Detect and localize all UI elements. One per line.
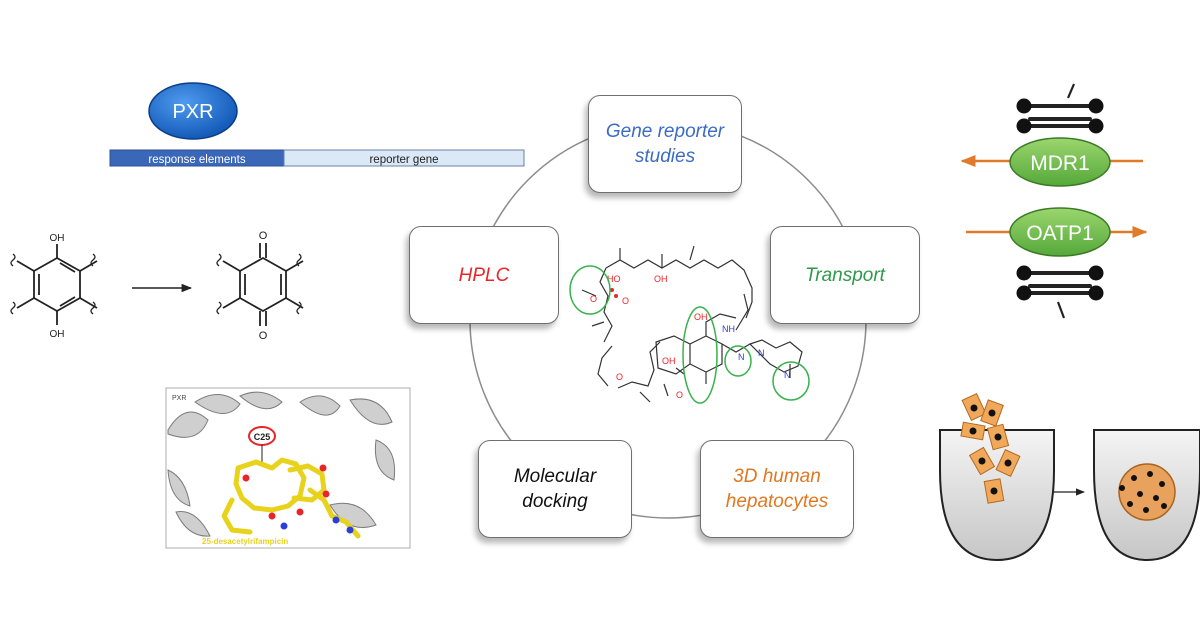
mol-o-3: O <box>616 372 623 382</box>
hepatocyte-aggregation <box>939 392 1200 562</box>
mdr1-transporter <box>1009 137 1111 187</box>
highlight-methylpiperazine <box>772 361 810 401</box>
inset-corner-label: PXR <box>172 395 186 402</box>
box-hplc: HPLC <box>409 226 559 324</box>
response-elements-label: response elements <box>148 154 245 166</box>
box-transport: Transport <box>770 226 920 324</box>
mol-n-1: N <box>738 352 745 362</box>
quinone-o-bottom: O <box>259 330 268 342</box>
quinone-structure <box>216 243 304 326</box>
hepatocytes-label: 3D human hepatocytes <box>725 466 829 512</box>
mol-nh: NH <box>722 324 735 334</box>
box-gene-reporter: Gene reporter studies <box>588 95 742 193</box>
hydroquinone-oh-top: OH <box>50 233 65 244</box>
hplc-label: HPLC <box>458 264 510 286</box>
mol-ho: HO <box>607 274 621 284</box>
highlight-hydroxyls <box>682 306 718 404</box>
membrane-top <box>1016 83 1104 134</box>
mol-o-2: O <box>622 296 629 306</box>
mol-o-1: O <box>590 294 597 304</box>
pxr-reporter-construct: response elements reporter gene PXR <box>109 82 525 167</box>
molecule-labels: HO OH OH OH NH N N N O O O O <box>590 274 791 400</box>
quinone-o-top: O <box>259 230 268 242</box>
rifampicin-structure <box>581 245 803 403</box>
oatp1-transporter <box>1009 207 1111 257</box>
mol-n-2: N <box>758 348 765 358</box>
mdr1-label: MDR1 <box>1030 152 1090 175</box>
docking-inset: PXR C25 25-desacetylrifampicin <box>165 387 411 549</box>
pxr-ellipse <box>148 82 238 140</box>
ligand-atoms <box>242 464 354 534</box>
highlight-circles <box>569 265 810 404</box>
spheroid-nuclei <box>1119 471 1167 513</box>
membrane-bottom <box>1016 265 1104 319</box>
oatp1-label: OATP1 <box>1026 222 1093 245</box>
mol-oh-3: OH <box>662 356 676 366</box>
protein-helices <box>167 391 396 537</box>
mol-oh-2: OH <box>654 274 668 284</box>
reporter-gene-label: reporter gene <box>369 154 438 166</box>
mol-o-4: O <box>676 390 683 400</box>
c25-site-label: C25 <box>254 432 271 442</box>
box-molecular-docking: Molecular docking <box>478 440 632 538</box>
docking-label: Molecular docking <box>513 466 597 512</box>
highlight-hydrazone <box>724 345 752 377</box>
hydroquinone-structure <box>10 244 98 325</box>
hydroquinone-oh-bottom: OH <box>50 329 65 340</box>
rifampicin-red-atoms <box>610 288 618 298</box>
hepatocyte-nuclei <box>969 404 1012 495</box>
gene-reporter-label: Gene reporter studies <box>605 121 725 167</box>
box-3d-hepatocytes: 3D human hepatocytes <box>700 440 854 538</box>
ligand-label: 25-desacetylrifampicin <box>202 537 288 546</box>
transport-label: Transport <box>805 264 885 286</box>
highlight-acetyl <box>569 265 611 315</box>
reporter-gene-bar <box>283 149 525 167</box>
pxr-label: PXR <box>172 101 213 123</box>
mol-oh-4: OH <box>694 312 708 322</box>
mol-n-3: N <box>784 370 791 380</box>
